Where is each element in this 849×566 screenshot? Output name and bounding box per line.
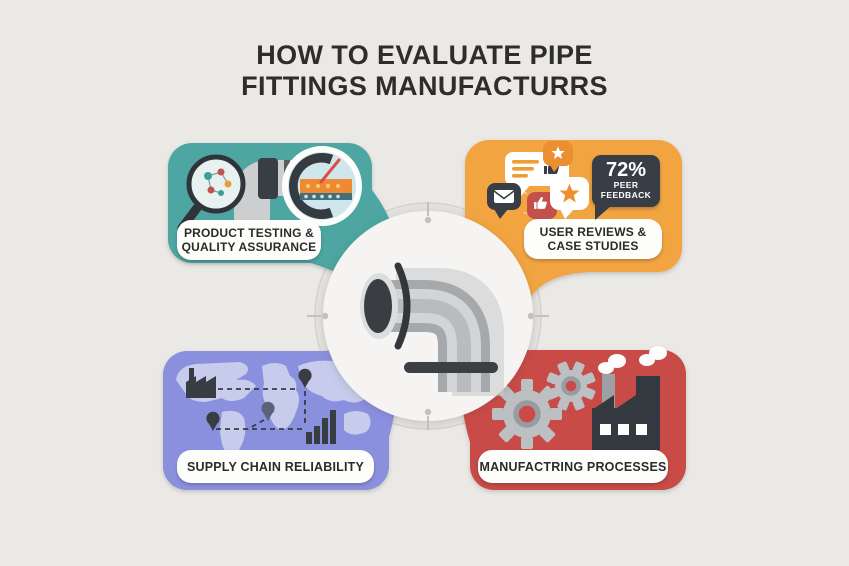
peer-feedback-percent: 72% xyxy=(605,159,647,181)
envelope-icon xyxy=(494,190,514,203)
review-bubbles-illustration xyxy=(487,141,589,227)
label-product-testing: PRODUCT TESTING & QUALITY ASSURANCE xyxy=(177,220,321,260)
star-bubble-icon xyxy=(543,141,573,172)
pipe-elbow-icon xyxy=(360,262,504,396)
peer-feedback-caption2: FEEDBACK xyxy=(600,189,652,200)
card-user-reviews-tail xyxy=(465,210,590,298)
molecule-dot xyxy=(204,172,212,180)
gear-large-icon xyxy=(492,379,562,449)
pipe-flange xyxy=(404,362,498,373)
label-product-testing-line1: PRODUCT TESTING & xyxy=(183,225,315,240)
factory-icon xyxy=(186,368,216,398)
label-supply-chain: SUPPLY CHAIN RELIABILITY xyxy=(177,450,374,483)
bar-chart-icon xyxy=(306,410,336,444)
label-user-reviews-line2: CASE STUDIES xyxy=(547,239,639,253)
pipe-cross-section-icon xyxy=(282,146,362,226)
page-title-line1: HOW TO EVALUATE PIPE xyxy=(256,40,593,70)
label-manufacturing: MANUFACTRING PROCESSES xyxy=(478,450,668,483)
factory-smoke-icon xyxy=(592,346,667,450)
dial-tick-marks xyxy=(307,202,549,430)
label-manufacturing-text: MANUFACTRING PROCESSES xyxy=(479,459,667,474)
page-title-line2: FITTINGS MANUFACTURRS xyxy=(241,71,608,101)
gauge-needle xyxy=(319,158,341,184)
route-lines xyxy=(216,388,306,430)
pipe-testing-illustration xyxy=(177,146,362,233)
envelope-bubble-icon xyxy=(487,183,521,219)
label-user-reviews: USER REVIEWS & CASE STUDIES xyxy=(524,219,662,259)
factory-windows xyxy=(600,424,647,435)
peer-feedback-caption1: PEER xyxy=(613,180,639,190)
label-product-testing-line2: QUALITY ASSURANCE xyxy=(181,240,317,254)
white-star-bubble-icon xyxy=(550,177,589,219)
page-title: HOW TO EVALUATE PIPE FITTINGS MANUFACTUR… xyxy=(0,40,849,102)
world-map-illustration xyxy=(176,360,374,459)
pipe-collar-band xyxy=(394,262,411,350)
pipe-opening xyxy=(364,279,392,333)
magnifier-icon xyxy=(177,154,246,233)
label-user-reviews-line1: USER REVIEWS & xyxy=(539,224,647,239)
peer-feedback-badge: 72% PEER FEEDBACK xyxy=(592,155,660,220)
label-supply-chain-text: SUPPLY CHAIN RELIABILITY xyxy=(186,459,365,474)
gear-small-icon xyxy=(546,361,596,411)
manufacturing-illustration xyxy=(492,346,667,450)
